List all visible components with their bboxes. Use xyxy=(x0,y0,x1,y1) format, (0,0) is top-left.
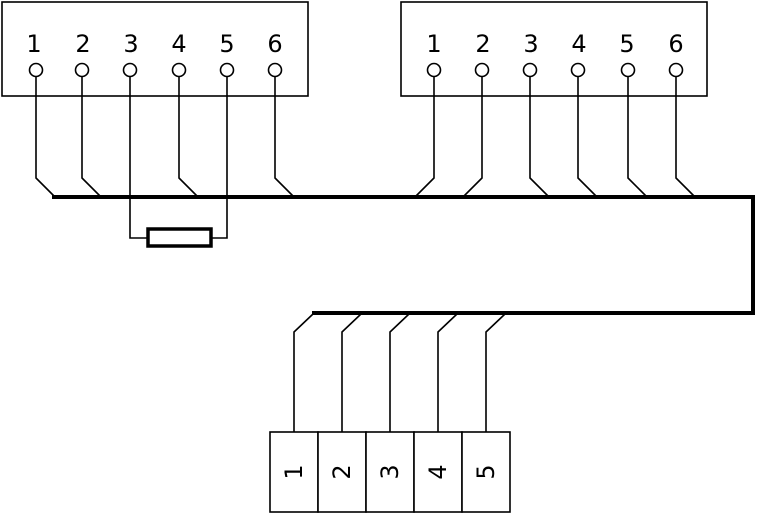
wire-terminal-1 xyxy=(293,313,314,432)
terminal-block-pin-1-label: 1 xyxy=(280,464,308,479)
wire-left-pin-4 xyxy=(178,77,198,197)
connector-left-pin-5-terminal xyxy=(219,62,235,78)
terminal-block-pin-2-label: 2 xyxy=(328,464,356,479)
terminal-block-pin-4-label: 4 xyxy=(424,464,452,479)
terminal-block-pin-3-label: 3 xyxy=(376,464,404,479)
wires-terminal-block xyxy=(293,313,506,432)
connector-right-pin-2-label: 2 xyxy=(475,30,490,58)
wire-left-pin-2 xyxy=(81,77,101,197)
connector-left-pin-3-terminal xyxy=(122,62,138,78)
wire-terminal-5 xyxy=(485,313,506,432)
terminal-block: 1 2 3 4 5 xyxy=(269,431,511,513)
wire-terminal-3 xyxy=(389,313,410,432)
connector-left-pin-5-label: 5 xyxy=(219,30,234,58)
terminal-block-cell-4 xyxy=(413,431,463,513)
connector-left-pin-1-label: 1 xyxy=(26,30,41,58)
wire-right-pin-1 xyxy=(415,77,435,197)
connector-right-pin-1-label: 1 xyxy=(426,30,441,58)
terminal-block-cell-3 xyxy=(365,431,415,513)
wire-right-pin-6 xyxy=(675,77,695,197)
connector-left-pin-6-label: 6 xyxy=(267,30,282,58)
connector-left-pin-6-terminal xyxy=(267,62,283,78)
connector-left-pin-2-label: 2 xyxy=(75,30,90,58)
connector-left-pin-3-label: 3 xyxy=(123,30,138,58)
connector-left-housing xyxy=(1,1,309,97)
connector-left-pin-1-terminal xyxy=(28,62,44,78)
wire-right-pin-5 xyxy=(627,77,647,197)
connector-right-pin-4-label: 4 xyxy=(571,30,586,58)
connector-left: 1 2 3 4 5 6 xyxy=(1,1,309,97)
wire-terminal-2 xyxy=(341,313,362,432)
wires-right-connector xyxy=(415,77,695,197)
connector-right-pin-3-terminal xyxy=(522,62,538,78)
wire-right-pin-3 xyxy=(529,77,549,197)
connector-right-pin-6-terminal xyxy=(668,62,684,78)
connector-right-pin-2-terminal xyxy=(474,62,490,78)
terminal-block-cell-5 xyxy=(461,431,511,513)
connector-right-pin-5-label: 5 xyxy=(619,30,634,58)
connector-right-pin-5-terminal xyxy=(620,62,636,78)
cable-bus xyxy=(52,195,755,315)
wire-right-pin-2 xyxy=(463,77,483,197)
connector-right-pin-4-terminal xyxy=(570,62,586,78)
connector-right-pin-1-terminal xyxy=(426,62,442,78)
connector-left-pin-2-terminal xyxy=(74,62,90,78)
wire-left-pin-5-to-resistor xyxy=(211,77,228,239)
connector-right-pin-6-label: 6 xyxy=(668,30,683,58)
wire-terminal-4 xyxy=(437,313,458,432)
connector-left-pin-4-label: 4 xyxy=(171,30,186,58)
terminal-block-cell-2 xyxy=(317,431,367,513)
wire-left-pin-6 xyxy=(274,77,294,197)
wire-left-pin-3-to-resistor xyxy=(129,77,148,239)
connector-right-pin-3-label: 3 xyxy=(523,30,538,58)
connector-left-pin-4-terminal xyxy=(171,62,187,78)
resistor xyxy=(146,227,213,248)
wire-right-pin-4 xyxy=(577,77,597,197)
connector-right-housing xyxy=(400,1,708,97)
connector-right: 1 2 3 4 5 6 xyxy=(400,1,708,97)
wires-left-connector xyxy=(35,77,294,239)
terminal-block-pin-5-label: 5 xyxy=(472,464,500,479)
wire-left-pin-1 xyxy=(35,77,55,197)
